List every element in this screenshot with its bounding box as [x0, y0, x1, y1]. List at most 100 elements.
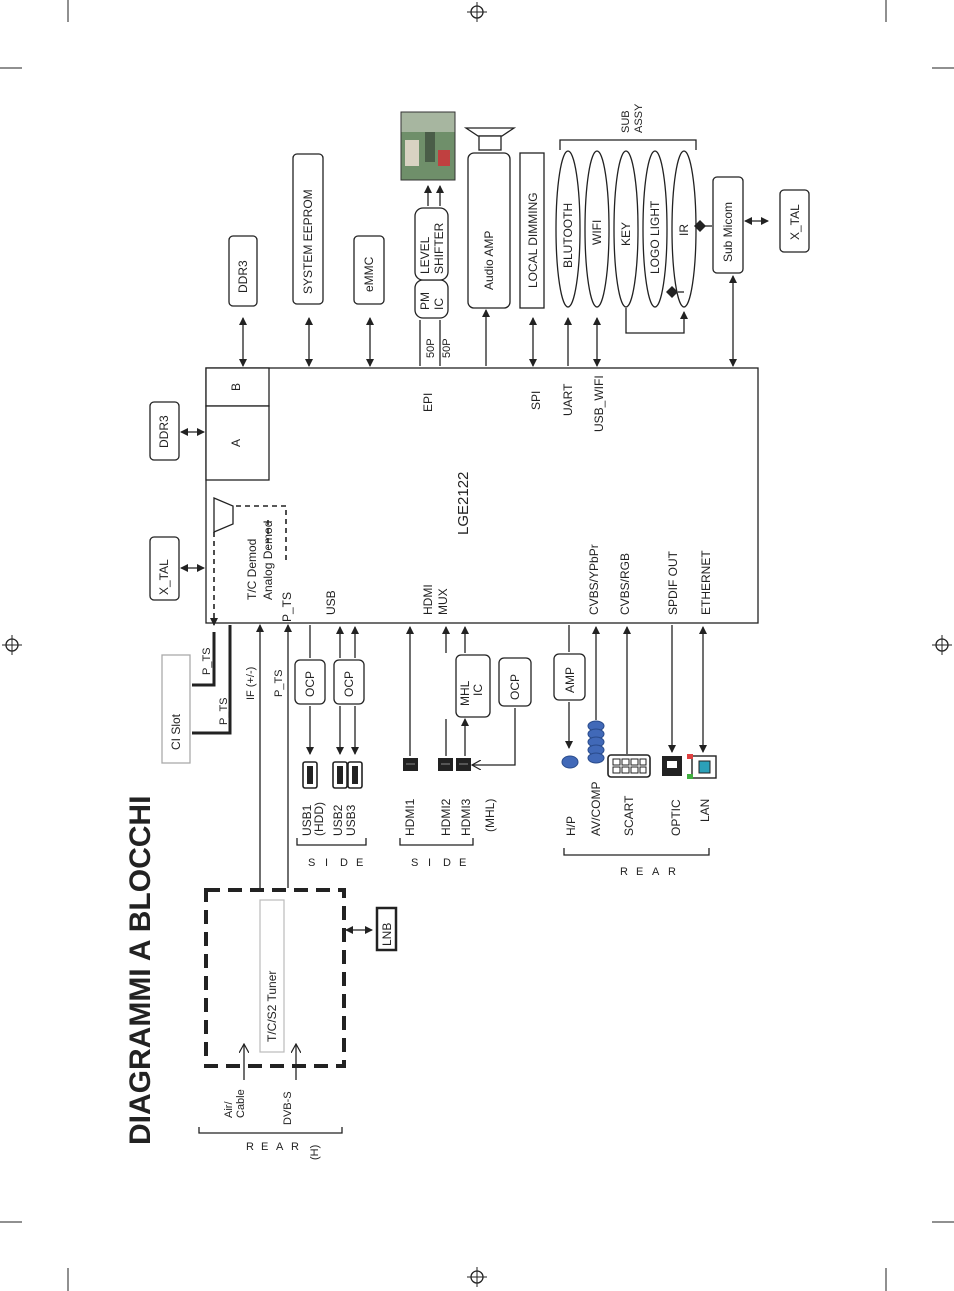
- port-ethernet: ETHERNET: [699, 550, 713, 615]
- usb-side-bracket: [296, 838, 367, 846]
- port-p-ts: P_TS: [280, 592, 294, 622]
- sub-assy-logo-light: [642, 150, 668, 308]
- port-epi: EPI: [421, 393, 435, 412]
- tuner-box: [259, 899, 285, 1053]
- port-cvbs-ypbpr: CVBS/YPbPr: [587, 544, 601, 615]
- amp-box: [553, 653, 586, 701]
- ci-pts-label-2: P_TS: [218, 697, 230, 725]
- sub-micom-xtal-label: X_TAL: [788, 204, 802, 240]
- epi-50p-a: 50P: [425, 338, 437, 358]
- mhl-ic-label: MHLIC: [458, 680, 485, 706]
- tuner-dashed-box: [204, 888, 346, 1068]
- rear-h-a: A: [276, 1141, 284, 1153]
- port-hdmi-mux: HDMIMUX: [421, 584, 450, 615]
- rear-h-r2: R: [291, 1141, 299, 1153]
- hdmi-side-bracket: [399, 838, 474, 846]
- rear-r2: R: [668, 866, 676, 878]
- air-cable-line-1: Air/: [223, 1101, 235, 1118]
- hdmi-ocp-box: [498, 657, 532, 707]
- port-spi: SPI: [529, 391, 543, 410]
- usb1-label: USB1(HDD): [300, 802, 326, 836]
- hdmi-side-s: S: [411, 857, 418, 869]
- hdmi1-label: HDMI1: [403, 798, 417, 836]
- usb-ocp1-label: OCP: [303, 671, 317, 697]
- local-dimming-box: [519, 152, 545, 309]
- optic-port-icon: [662, 756, 682, 776]
- ddr3-left-box: [149, 401, 180, 461]
- hdmi2-port-icon: [438, 758, 453, 771]
- ci-slot-pts-in: [192, 625, 232, 735]
- usb-ocp2-box: [333, 659, 365, 705]
- if-label: IF (+/-): [245, 667, 257, 700]
- ci-slot-pts-out: [192, 632, 216, 687]
- ddr3-top-label: DDR3: [236, 260, 250, 293]
- pm-ic-line-1: PM: [418, 292, 432, 310]
- tc-demod-label: T/C Demod: [245, 539, 259, 600]
- audio-amp-box: [467, 152, 511, 309]
- hdmi3-label: HDMI3: [459, 798, 473, 836]
- emmc-box: [353, 235, 385, 305]
- hp-label: H/P: [564, 816, 578, 836]
- rear-h-bracket: [198, 1127, 343, 1134]
- port-usb: USB: [324, 590, 338, 615]
- usb2-port-icon: [332, 761, 348, 789]
- sub-micom-xtal-box: [779, 189, 810, 253]
- xtal-left-label: X_TAL: [157, 559, 171, 595]
- usb-ocp2-label: OCP: [342, 671, 356, 697]
- system-eeprom-label: SYSTEM EEPROM: [301, 189, 315, 294]
- panel-image: [400, 111, 456, 181]
- scart-port-icon: [607, 754, 651, 778]
- level-shifter-box: [414, 207, 449, 281]
- hdmi3-port-icon: [456, 758, 471, 771]
- sub-assy-ir: [671, 150, 697, 308]
- logo-light-node: [666, 286, 678, 298]
- usb-side-e: E: [356, 857, 363, 869]
- local-dimming-label: LOCAL DIMMING: [526, 192, 540, 288]
- sub-assy-line-1: SUB: [620, 110, 632, 133]
- registration-mark-bottom: [467, 1267, 487, 1287]
- xtal-left-box: [149, 536, 180, 601]
- tuner-label: T/C/S2 Tuner: [265, 971, 279, 1042]
- rear-h-h: (H): [309, 1145, 321, 1160]
- port-usb-wifi: USB_WIFI: [592, 375, 606, 432]
- demod-mux-shape: [213, 497, 234, 533]
- hdmi2-label: HDMI2: [439, 798, 453, 836]
- usb1-port-icon: [302, 761, 318, 789]
- mhl-label: (MHL): [483, 799, 497, 832]
- pm-ic-label: PMIC: [418, 292, 446, 310]
- ddr3-left-label: DDR3: [157, 415, 171, 448]
- hdmi1-port-icon: [403, 758, 418, 771]
- port-cvbs-rgb: CVBS/RGB: [618, 553, 632, 615]
- speaker-body-icon: [478, 135, 502, 151]
- usb23-line-2: USB3: [344, 804, 358, 836]
- av-comp-jacks-icon: [587, 720, 605, 764]
- chip-part-b-label: B: [229, 383, 243, 391]
- usb-side-s: S: [308, 857, 315, 869]
- sub-assy-wifi: [584, 150, 610, 308]
- hdmi-side-d: D: [443, 857, 451, 869]
- mhl-ic-line-1: MHL: [458, 680, 472, 706]
- sub-assy-key-label: KEY: [619, 222, 633, 246]
- audio-amp-label: Audio AMP: [482, 231, 496, 290]
- port-uart: UART: [561, 383, 575, 416]
- lnb-box: [375, 906, 398, 952]
- key-ir-link: [625, 308, 688, 334]
- hp-jack-icon: [561, 755, 579, 769]
- sub-assy-bluetooth-label: BLUTOOTH: [561, 203, 575, 268]
- level-shifter-line-2: SHIFTER: [432, 222, 446, 274]
- rear-e: E: [636, 866, 643, 878]
- ocp-hdmi3-link: [472, 708, 516, 765]
- pm-ic-line-2: IC: [432, 298, 446, 310]
- registration-mark-left: [2, 635, 22, 655]
- hdmi-side-e: E: [459, 857, 466, 869]
- dvb-s-label: DVB-S: [282, 1091, 294, 1125]
- lan-label: LAN: [698, 799, 712, 822]
- sub-assy-wifi-label: WIFI: [590, 220, 604, 245]
- ci-pts-label-1: P_TS: [201, 647, 213, 675]
- ddr3-top-box: [228, 235, 258, 307]
- hdmi-mux-line-2: MUX: [436, 588, 450, 615]
- usb1-line-1: USB1: [300, 804, 314, 836]
- usb23-line-1: USB2: [331, 804, 345, 836]
- rear-h-r1: R: [246, 1141, 254, 1153]
